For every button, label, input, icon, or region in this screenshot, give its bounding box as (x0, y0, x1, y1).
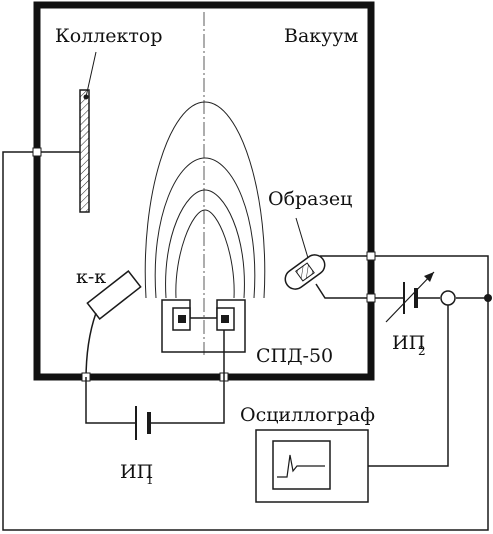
sample-leader (295, 217, 309, 259)
collector-label: Коллектор (55, 25, 163, 47)
thruster-label: СПД-50 (256, 345, 333, 367)
plasma-plume (144, 101, 266, 299)
cathode-compensator (86, 270, 142, 320)
collector-plate (79, 89, 90, 213)
psu2-label: ИП (392, 332, 425, 354)
collector-leader (85, 51, 97, 98)
junction-dot (484, 294, 492, 302)
cathode-wire (85, 312, 97, 381)
sample-wire-top (320, 255, 489, 298)
psu1-label: ИП (120, 461, 153, 483)
oscilloscope-screen (272, 440, 331, 490)
psu2-arrow-head (424, 272, 434, 282)
wall-feedthrough-left (32, 147, 42, 157)
psu2-variable-arrow (385, 271, 435, 323)
thruster-body (161, 299, 246, 353)
oscilloscope-trace (277, 454, 325, 478)
collector-circuit-wire (2, 151, 489, 531)
sample-probe (284, 254, 326, 290)
vacuum-chamber (33, 1, 375, 381)
oscilloscope-label: Осциллограф (240, 404, 375, 426)
oscilloscope-wire (368, 305, 449, 467)
sample-wire-bottom (315, 283, 488, 299)
vacuum-label: Вакуум (284, 25, 359, 47)
sample-label: Образец (268, 188, 352, 210)
cathode-label: к-к (76, 266, 106, 288)
psu2-subscript: 2 (418, 344, 426, 358)
current-sensor (440, 290, 456, 306)
psu1-subscript: 1 (146, 473, 154, 487)
wall-feedthrough-right-bottom (366, 293, 376, 303)
collector-terminal-dot (83, 94, 89, 100)
wall-feedthrough-right-top (366, 251, 376, 261)
psu1-circuit-wire (85, 330, 225, 424)
